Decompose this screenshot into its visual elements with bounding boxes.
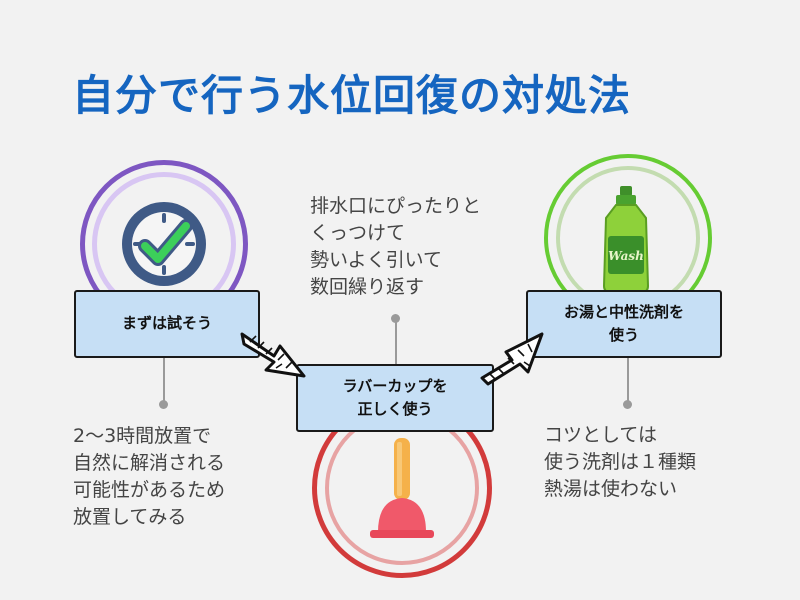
- clock-check-icon: [122, 202, 206, 286]
- step3-note-line: コツとしては: [544, 424, 658, 446]
- step2-note-line: 勢いよく引いて: [310, 249, 443, 271]
- step2-connector: [395, 318, 397, 364]
- step3-label-line1: お湯と中性洗剤を: [563, 302, 684, 321]
- step1-note-line: 2〜3時間放置で: [73, 425, 212, 447]
- page-title: 自分で行う水位回復の対処法: [72, 71, 632, 120]
- step3-box: お湯と中性洗剤を 使う: [526, 290, 722, 358]
- step1-note: 2〜3時間放置で 自然に解消される 可能性があるため 放置してみる: [73, 423, 225, 531]
- step2-box: ラバーカップを 正しく使う: [296, 364, 494, 432]
- step3-note: コツとしては 使う洗剤は１種類 熱湯は使わない: [544, 422, 696, 503]
- step1-note-line: 可能性があるため: [73, 479, 226, 501]
- step1-box: まずは試そう: [74, 290, 260, 358]
- arrow-step1-to-step2-icon: [240, 332, 306, 378]
- step1-note-line: 自然に解消される: [73, 452, 226, 474]
- step2-connector-dot: [391, 314, 400, 323]
- step3-connector: [627, 358, 629, 404]
- step2-label-line2: 正しく使う: [357, 400, 433, 418]
- step2-note: 排水口にぴったりと くっつけて 勢いよく引いて 数回繰り返す: [310, 193, 481, 301]
- plunger-icon: [370, 438, 434, 538]
- step2-label-line1: ラバーカップを: [342, 376, 448, 395]
- step3-connector-dot: [623, 400, 632, 409]
- step1-connector-dot: [159, 400, 168, 409]
- step1-connector: [163, 358, 165, 404]
- dish-soap-bottle-icon: Wash: [602, 186, 650, 293]
- step3-note-line: 使う洗剤は１種類: [544, 451, 697, 473]
- step3-label-line2: 使う: [608, 326, 639, 344]
- step2-note-line: 数回繰り返す: [310, 276, 425, 298]
- bottle-label-text: Wash: [608, 249, 644, 263]
- step2-note-line: 排水口にぴったりと: [310, 195, 482, 217]
- step1-label: まずは試そう: [121, 314, 212, 333]
- step1-note-line: 放置してみる: [73, 506, 187, 528]
- step2-note-line: くっつけて: [310, 222, 406, 244]
- step3-note-line: 熱湯は使わない: [544, 478, 678, 500]
- arrow-step2-to-step3-icon: [480, 332, 544, 386]
